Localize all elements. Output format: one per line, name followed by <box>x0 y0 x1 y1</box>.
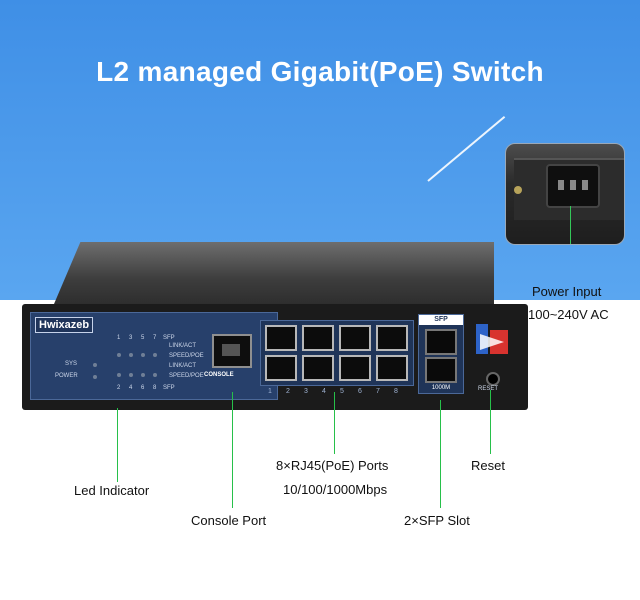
port-number: 3 <box>304 388 308 395</box>
reset-callout-label: Reset <box>471 458 505 473</box>
sys-led-icon <box>93 363 97 367</box>
led-indicator-label: Led Indicator <box>74 483 150 498</box>
link-act-label-1: LINK/ACT <box>169 343 197 349</box>
port-number: 2 <box>286 388 290 395</box>
rj45-port[interactable] <box>265 355 297 381</box>
sfp-slot[interactable] <box>425 357 457 383</box>
power-callout-line <box>570 206 571 244</box>
power-input-inset <box>505 143 625 245</box>
port-number: 4 <box>322 388 326 395</box>
console-port[interactable] <box>212 334 252 368</box>
port-number: 1 <box>268 388 272 395</box>
rj45-port[interactable] <box>265 325 297 351</box>
port-led-icon <box>141 373 145 377</box>
network-switch: Hwixazeb SYS POWER 1 3 5 7 2 4 6 8 SFP L… <box>22 242 528 414</box>
rj45-port[interactable] <box>376 355 408 381</box>
rj45-port[interactable] <box>339 355 371 381</box>
switch-front-panel: Hwixazeb SYS POWER 1 3 5 7 2 4 6 8 SFP L… <box>22 304 528 410</box>
switch-top-cover <box>54 242 494 304</box>
rj45-port[interactable] <box>376 325 408 351</box>
led-callout-line <box>117 408 118 482</box>
console-port-callout-label: Console Port <box>191 513 267 528</box>
port-led-icon <box>141 353 145 357</box>
sfp-header: SFP <box>419 315 463 325</box>
console-port-label: CONSOLE <box>204 372 234 378</box>
port-led-icon <box>153 353 157 357</box>
brand-emblem-icon <box>476 324 508 354</box>
rj45-port[interactable] <box>302 325 334 351</box>
rj45-speed-label: 10/100/1000Mbps <box>283 482 388 497</box>
sfp-slot-label: 2×SFP Slot <box>404 513 470 528</box>
sys-led-label: SYS <box>65 361 78 367</box>
speed-poe-label-2: SPEED/POE <box>169 373 204 379</box>
port-led-icon <box>117 373 121 377</box>
rear-led-icon <box>514 186 522 194</box>
sfp-led-label-bottom: SFP <box>163 385 175 391</box>
page-title: L2 managed Gigabit(PoE) Switch <box>96 56 544 87</box>
port-led-icon <box>129 353 133 357</box>
speed-poe-label-1: SPEED/POE <box>169 353 204 359</box>
led-number-2: 2 <box>117 385 121 391</box>
reset-callout-line <box>490 390 491 454</box>
link-act-label-2: LINK/ACT <box>169 363 197 369</box>
led-number-4: 4 <box>129 385 133 391</box>
rj45-ports-label: 8×RJ45(PoE) Ports <box>276 458 389 473</box>
port-number: 7 <box>376 388 380 395</box>
ac-power-socket-icon <box>546 164 600 208</box>
port-led-icon <box>129 373 133 377</box>
power-led-label: POWER <box>55 373 78 379</box>
port-led-icon <box>153 373 157 377</box>
port-number: 5 <box>340 388 344 395</box>
led-number-8: 8 <box>153 385 157 391</box>
sfp-led-label-top: SFP <box>163 335 175 341</box>
brand-logo: Hwixazeb <box>35 317 94 333</box>
led-number-5: 5 <box>141 335 145 341</box>
rj45-port[interactable] <box>339 325 371 351</box>
power-led-icon <box>93 375 97 379</box>
led-number-1: 1 <box>117 335 121 341</box>
port-led-icon <box>117 353 121 357</box>
led-number-3: 3 <box>129 335 133 341</box>
sfp-speed-label: 1000M <box>431 385 451 391</box>
ports-callout-line <box>334 392 335 454</box>
led-number-7: 7 <box>153 335 157 341</box>
power-spec-label: 100~240V AC <box>528 307 609 322</box>
power-input-label: Power Input <box>532 284 602 299</box>
reset-button[interactable] <box>486 372 500 386</box>
rj45-port-block <box>260 320 414 386</box>
sfp-callout-line <box>440 400 441 508</box>
sfp-slot[interactable] <box>425 329 457 355</box>
port-number: 6 <box>358 388 362 395</box>
sfp-block: SFP 1000M <box>418 314 464 394</box>
port-number: 8 <box>394 388 398 395</box>
led-number-6: 6 <box>141 385 145 391</box>
rj45-port[interactable] <box>302 355 334 381</box>
reset-label: RESET <box>478 386 499 392</box>
console-callout-line <box>232 392 233 508</box>
